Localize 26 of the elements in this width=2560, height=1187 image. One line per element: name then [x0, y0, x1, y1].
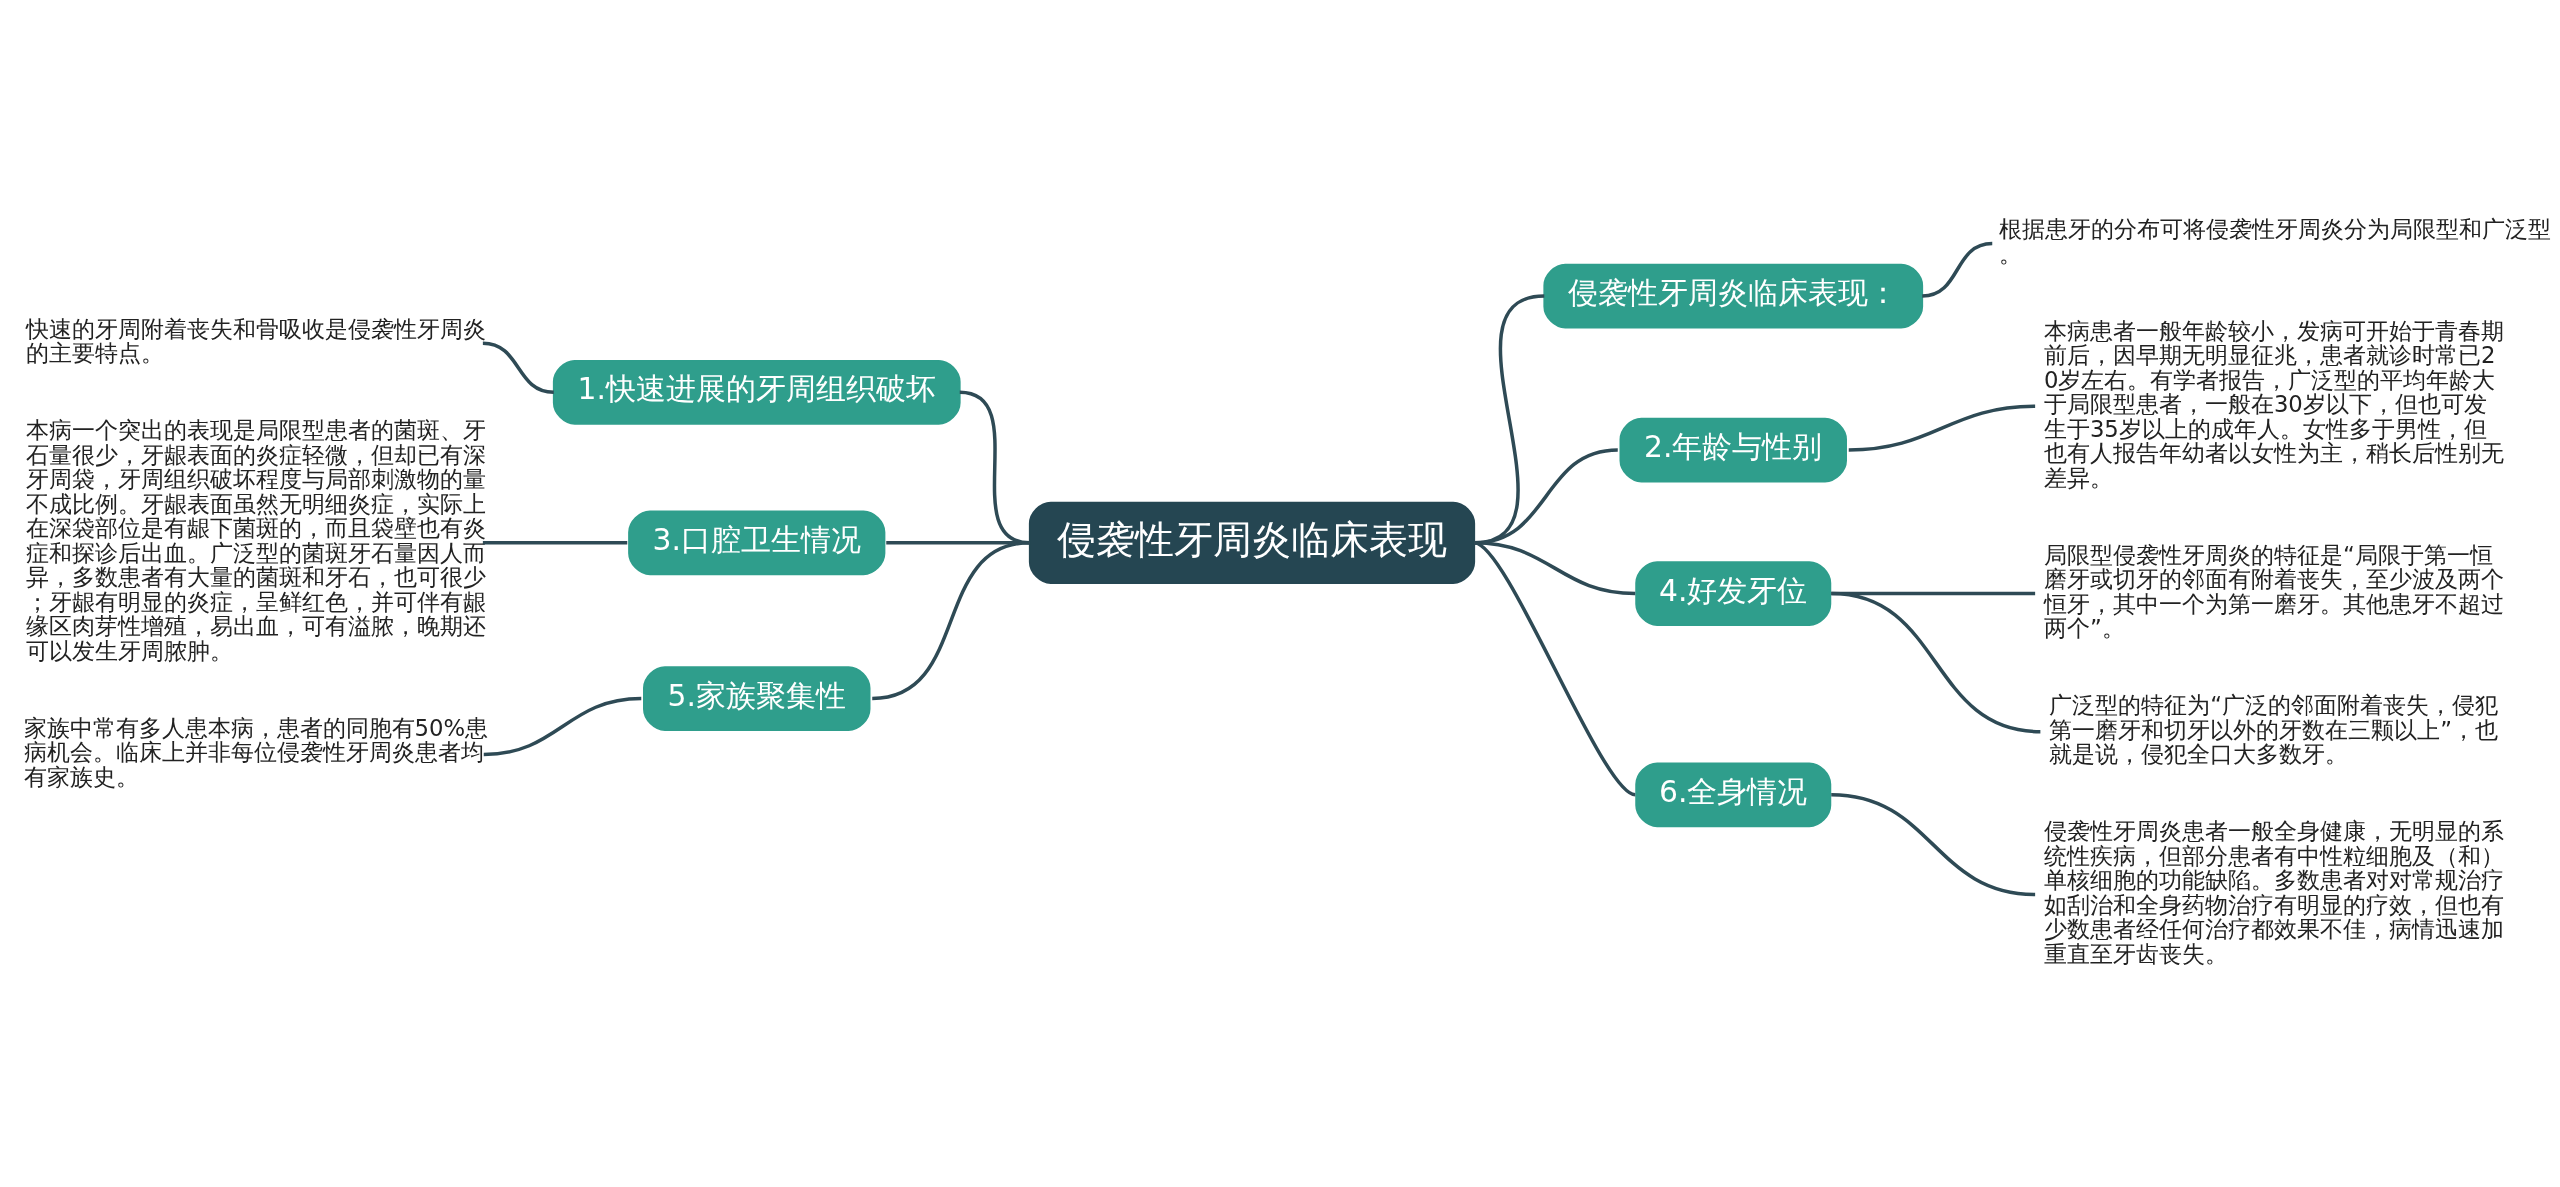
node-box: 1.快速进展的牙周组织破坏 — [552, 359, 961, 425]
node-box: 3.口腔卫生情况 — [628, 510, 886, 576]
node-box: 侵袭性牙周炎临床表现 — [1028, 501, 1476, 584]
connector — [1831, 591, 2041, 734]
connector — [1473, 541, 1637, 797]
connector — [872, 541, 1030, 701]
node-box: 6.全身情况 — [1635, 762, 1832, 828]
connector — [483, 696, 642, 757]
node-box: 侵袭性牙周炎临床表现： — [1543, 263, 1924, 329]
node-text: 广泛型的特征为“广泛的邻面附着丧失，侵犯第一磨牙和切牙以外的牙数在三颗以上”，也就是说，侵犯全口大多数牙。 — [2049, 692, 2498, 768]
node-text: 本病患者一般年龄较小，发病可开始于青春期前后，因早期无明显征兆，患者就诊时常已20岁左右。有学者报告，广泛型的平均年龄大于局限型患者，一般在30岁以下，但也可发生于35岁以上的成年人。女性多于男性，但也有人报告年幼者以女性为主，稍长后性别无差异。 — [2043, 317, 2504, 491]
connector — [1922, 241, 1993, 298]
connector — [1474, 541, 1636, 596]
node-text: 局限型侵袭性牙周炎的特征是“局限于第一恒磨牙或切牙的邻面有附着丧失，至少波及两个恒牙，其中一个为第一磨牙。其他患牙不超过两个”。 — [2043, 541, 2504, 642]
connector — [482, 541, 628, 545]
node-text: 家族中常有多人患本病，患者的同胞有50%患病机会。临床上并非每位侵袭性牙周炎患者均有家族史。 — [23, 714, 489, 790]
node-text: 根据患牙的分布可将侵袭性牙周炎分为局限型和广泛型。 — [1999, 216, 2552, 267]
node-text: 快速的牙周附着丧失和骨吸收是侵袭性牙周炎的主要特点。 — [26, 315, 487, 367]
connector — [1848, 404, 2036, 452]
node-box: 5.家族聚集性 — [643, 666, 871, 731]
node-text: 本病一个突出的表现是局限型患者的菌斑、牙石量很少，牙龈表面的炎症轻微，但却已有深牙周袋，牙周组织破坏程度与局部刺激物的量不成比例。牙龈表面虽然无明细炎症，实际上在深袋部位是有龈下菌斑的，而且袋壁也有炎症和探诊后出血。广泛型的菌斑牙石量因人而异，多数患者有大量的菌斑和牙石，也可很少；牙龈有明显的炎症，呈鲜红色，并可伴有龈缘区肉芽性增殖，易出血，可有溢脓，晚期还可以发生牙周脓肿。 — [26, 417, 487, 664]
node-box: 4.好发牙位 — [1635, 561, 1832, 626]
node-text: 侵袭性牙周炎患者一般全身健康，无明显的系统性疾病，但部分患者有中性粒细胞及（和）单核细胞的功能缺陷。多数患者对对常规治疗如刮治和全身药物治疗有明显的疗效，但也有少数患者经任何治疗都效果不佳，病情迅速加重直至牙齿丧失。 — [2043, 818, 2504, 967]
node-box: 2.年龄与性别 — [1619, 417, 1847, 483]
connector — [482, 341, 554, 394]
connector — [1831, 793, 2036, 897]
